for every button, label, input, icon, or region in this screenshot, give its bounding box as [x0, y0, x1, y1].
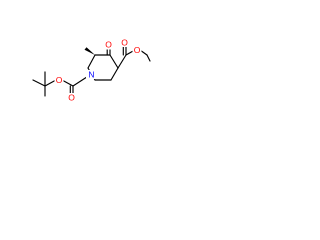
carbamate-c-o-bond [61, 79, 74, 87]
molecule-structure: O O O N O O [32, 38, 151, 103]
bond-ring-to-ester-carbon [117, 54, 127, 69]
o-to-tert-butyl-bond [44, 79, 57, 87]
ring-nitrogen-label: N [88, 70, 94, 80]
boc-group [32, 71, 93, 97]
ester-ether-oxygen-label: O [134, 45, 141, 55]
bond-c4-c5 [109, 54, 119, 69]
ester-carbonyl-oxygen-label: O [121, 38, 128, 48]
bond-c5-c6 [110, 67, 119, 81]
ketone-oxygen-label: O [105, 40, 112, 50]
bond-c2-c3 [87, 54, 96, 69]
tert-butyl-methyl-1 [32, 79, 46, 87]
ethyl-ch2-ch3-bond [146, 54, 151, 62]
boc-carbonyl-oxygen-label: O [68, 93, 75, 103]
atom-labels: O O O N O O [54, 38, 142, 103]
ethyl-ester-group [117, 45, 151, 69]
methyl-wedge-bond [84, 47, 95, 55]
boc-ether-oxygen-label: O [56, 75, 63, 85]
